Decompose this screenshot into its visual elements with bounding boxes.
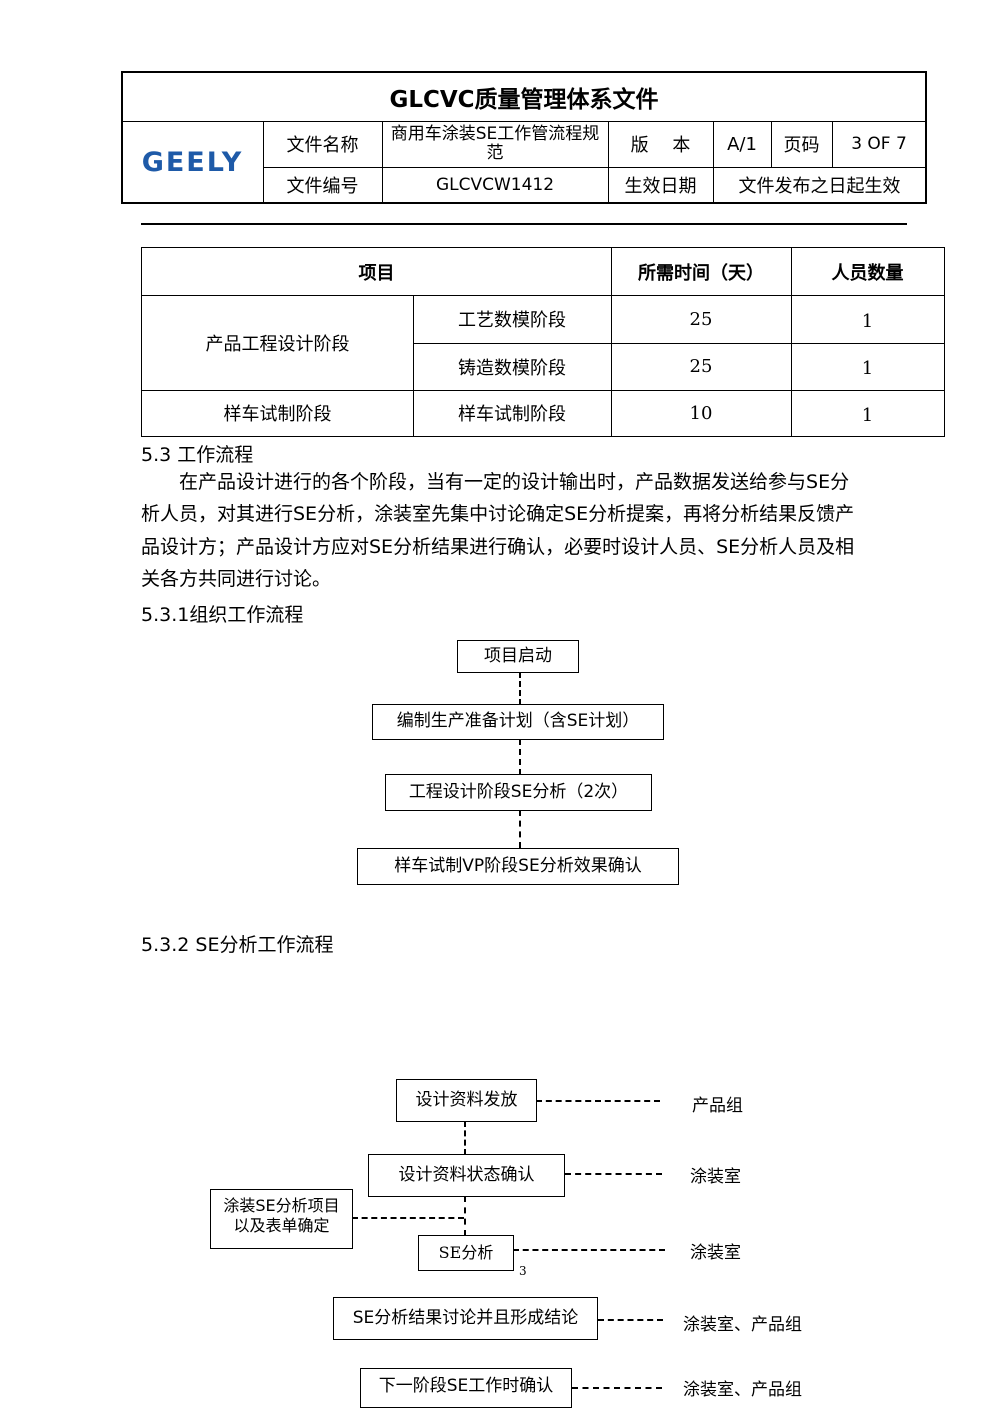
doc-no-value: GLCVCW1412 xyxy=(435,175,555,195)
doc-name-label: 文件名称 xyxy=(286,135,359,156)
row3-people: 1 xyxy=(861,404,874,426)
section-heading-5-3-2: 5.3.2 SE分析工作流程 xyxy=(141,934,334,956)
flow2-se-items-form: 涂装SE分析项目以及表单确定 xyxy=(210,1189,353,1249)
row2-time: 25 xyxy=(689,356,713,377)
flow1-project-start: 项目启动 xyxy=(457,640,579,673)
col-time-header: 所需时间（天） xyxy=(638,262,764,284)
row3-stage: 样车试制阶段 xyxy=(458,404,566,425)
col-project-header: 项目 xyxy=(358,262,395,284)
version-value: A/1 xyxy=(727,133,757,155)
header-separator xyxy=(141,223,907,225)
group-design-stage: 产品工程设计阶段 xyxy=(205,333,350,355)
paragraph-line-4: 关各方共同进行讨论。 xyxy=(141,568,332,590)
version-label: 版 本 xyxy=(630,135,691,156)
effective-value: 文件发布之日起生效 xyxy=(738,176,901,197)
doc-name-value: 商用车涂装SE工作管流程规范 xyxy=(390,124,600,163)
flow2-next-stage-confirm: 下一阶段SE工作时确认 xyxy=(360,1368,572,1408)
paragraph-line-1: 在产品设计进行的各个阶段，当有一定的设计输出时，产品数据发送给参与SE分 xyxy=(141,471,850,493)
paragraph-line-2: 析人员，对其进行SE分析，涂装室先集中讨论确定SE分析提案，再将分析结果反馈产 xyxy=(141,503,855,525)
col-people-header: 人员数量 xyxy=(831,262,904,284)
page-label: 页码 xyxy=(783,135,820,156)
row2-stage: 铸造数模阶段 xyxy=(458,357,566,379)
page-number: 3 xyxy=(519,1264,527,1278)
flow2-se-analysis: SE分析 xyxy=(418,1235,514,1271)
page-value: 3 OF 7 xyxy=(851,134,907,154)
geely-logo: GEELY xyxy=(141,146,244,178)
row2-people: 1 xyxy=(861,358,874,379)
paragraph-line-3: 品设计方；产品设计方应对SE分析结果进行确认，必要时设计人员、SE分析人员及相 xyxy=(141,536,855,558)
flow2-step3-owner: 涂装室 xyxy=(690,1243,741,1263)
flow1-prototype-confirmation: 样车试制VP阶段SE分析效果确认 xyxy=(357,848,679,885)
flow1-production-plan: 编制生产准备计划（含SE计划） xyxy=(372,704,664,740)
flow2-design-data-release: 设计资料发放 xyxy=(396,1079,537,1122)
flow2-result-discussion: SE分析结果讨论并且形成结论 xyxy=(333,1297,598,1340)
flow2-step5-owner: 涂装室、产品组 xyxy=(683,1380,802,1400)
doc-no-label: 文件编号 xyxy=(286,176,359,197)
row1-stage: 工艺数模阶段 xyxy=(458,310,566,331)
section-heading-5-3-1: 5.3.1组织工作流程 xyxy=(141,604,304,626)
row1-time: 25 xyxy=(689,308,713,330)
header-table xyxy=(121,71,927,204)
row1-people: 1 xyxy=(861,310,874,332)
flow2-step4-owner: 涂装室、产品组 xyxy=(683,1315,802,1335)
flow2-step1-owner: 产品组 xyxy=(692,1096,743,1116)
flow2-data-status-confirm: 设计资料状态确认 xyxy=(368,1154,565,1197)
group-prototype-stage: 样车试制阶段 xyxy=(223,404,332,425)
row3-time: 10 xyxy=(689,402,713,424)
effective-label: 生效日期 xyxy=(624,176,697,197)
section-heading-5-3: 5.3 工作流程 xyxy=(141,444,254,466)
resource-table xyxy=(141,247,945,437)
flow2-step2-owner: 涂装室 xyxy=(690,1167,741,1187)
document-title: GLCVC质量管理体系文件 xyxy=(389,87,659,113)
flow1-engineering-se-analysis: 工程设计阶段SE分析（2次） xyxy=(385,774,652,811)
